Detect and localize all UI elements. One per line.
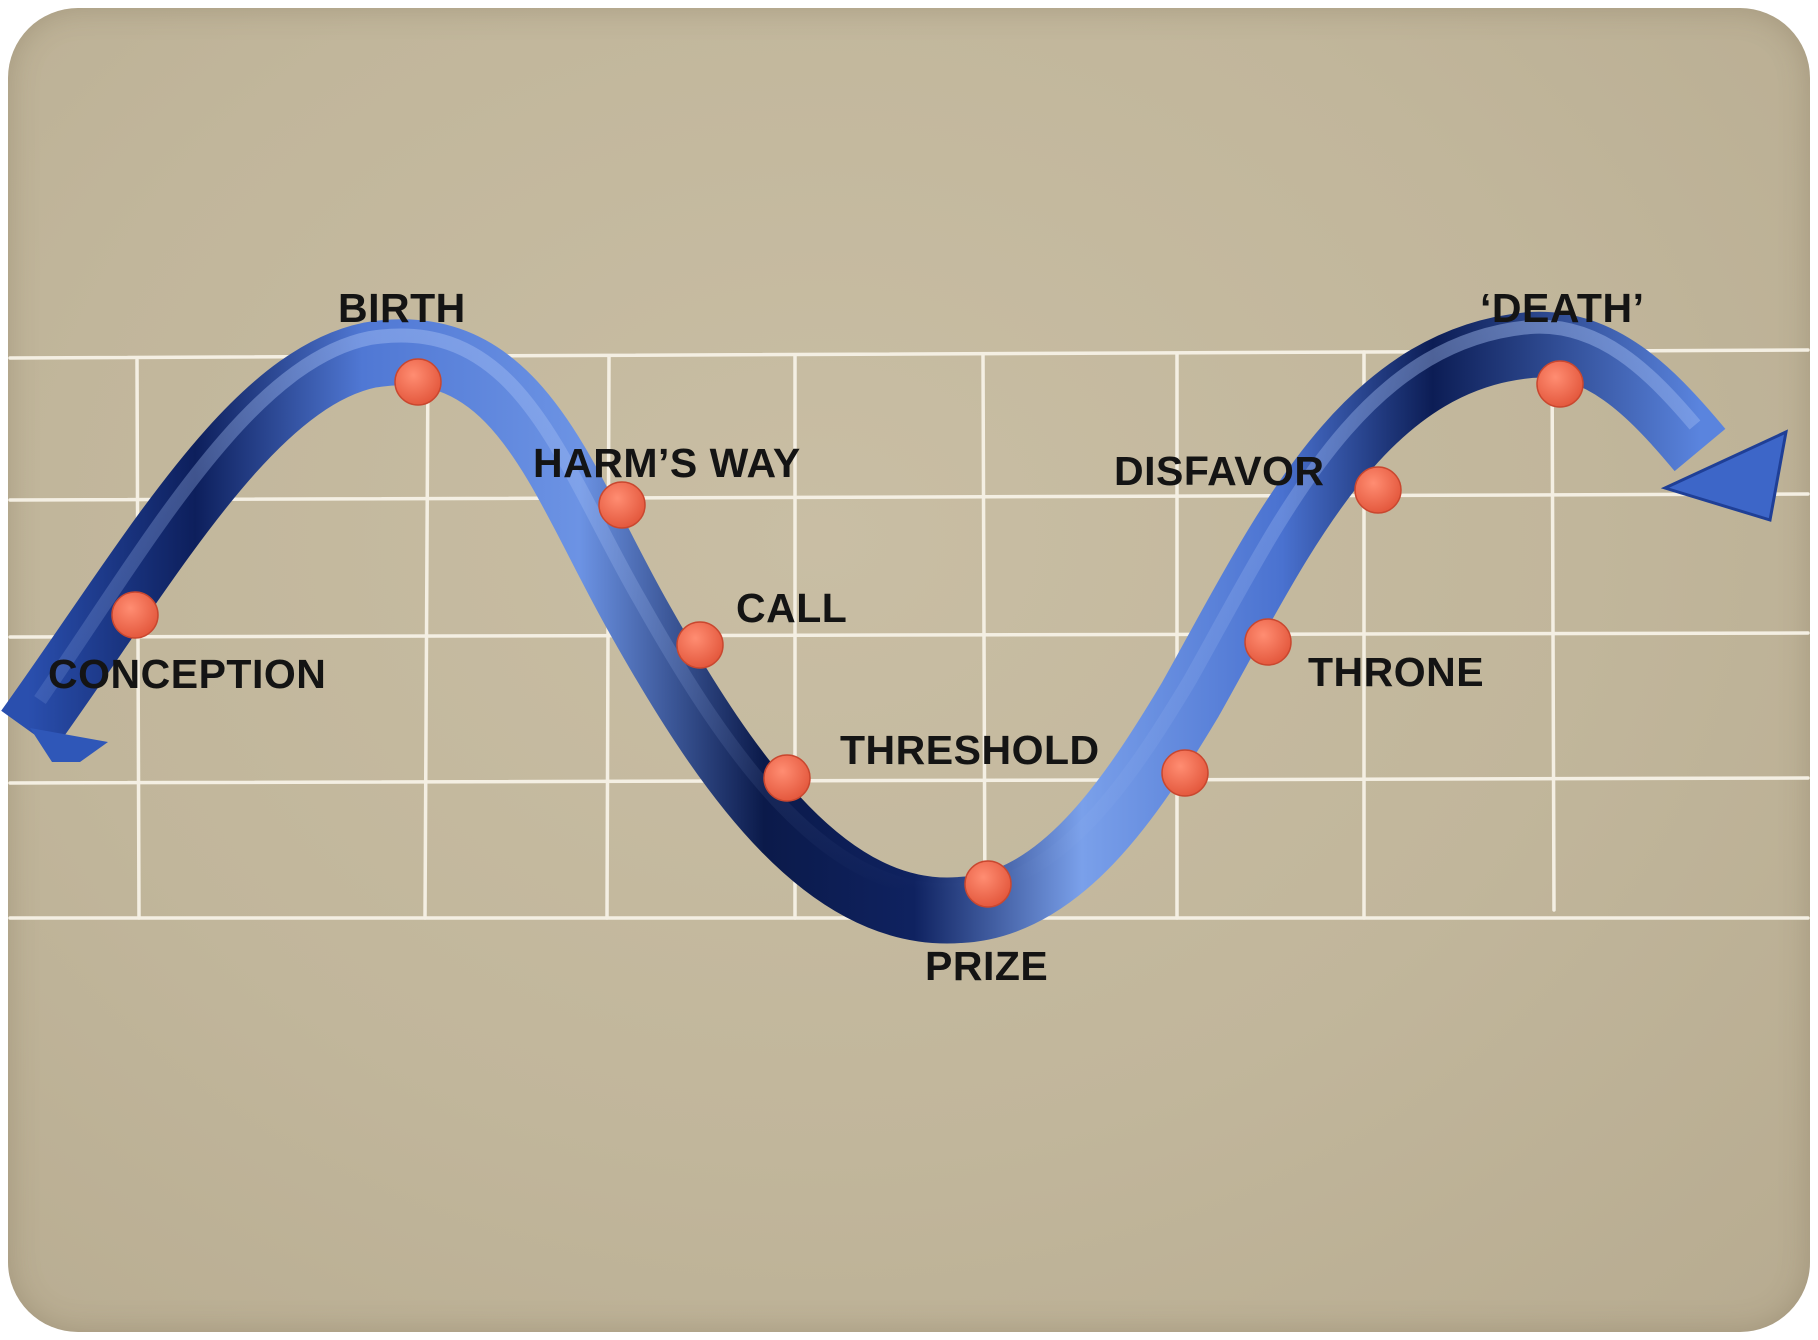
- marker-harms-way: [599, 482, 645, 528]
- label-disfavor: DISFAVOR: [1114, 448, 1325, 494]
- marker-birth: [395, 359, 441, 405]
- label-death: ‘DEATH’: [1480, 285, 1644, 331]
- label-threshold: THRESHOLD: [840, 727, 1100, 773]
- label-throne: THRONE: [1308, 649, 1484, 695]
- marker-conception: [112, 592, 158, 638]
- marker-call: [677, 622, 723, 668]
- marker-death: [1537, 361, 1583, 407]
- label-birth: BIRTH: [338, 285, 466, 331]
- life-ribbon: [28, 327, 1786, 911]
- marker-threshold: [764, 755, 810, 801]
- label-call: CALL: [736, 585, 847, 631]
- marker-prize: [965, 861, 1011, 907]
- marker-disfavor: [1355, 467, 1401, 513]
- label-prize: PRIZE: [925, 943, 1048, 989]
- ribbon-tail: [30, 728, 108, 762]
- label-conception: CONCEPTION: [48, 651, 326, 697]
- marker-throne: [1162, 750, 1208, 796]
- marker-throne-2: [1245, 619, 1291, 665]
- label-harms-way: HARM’S WAY: [533, 440, 801, 486]
